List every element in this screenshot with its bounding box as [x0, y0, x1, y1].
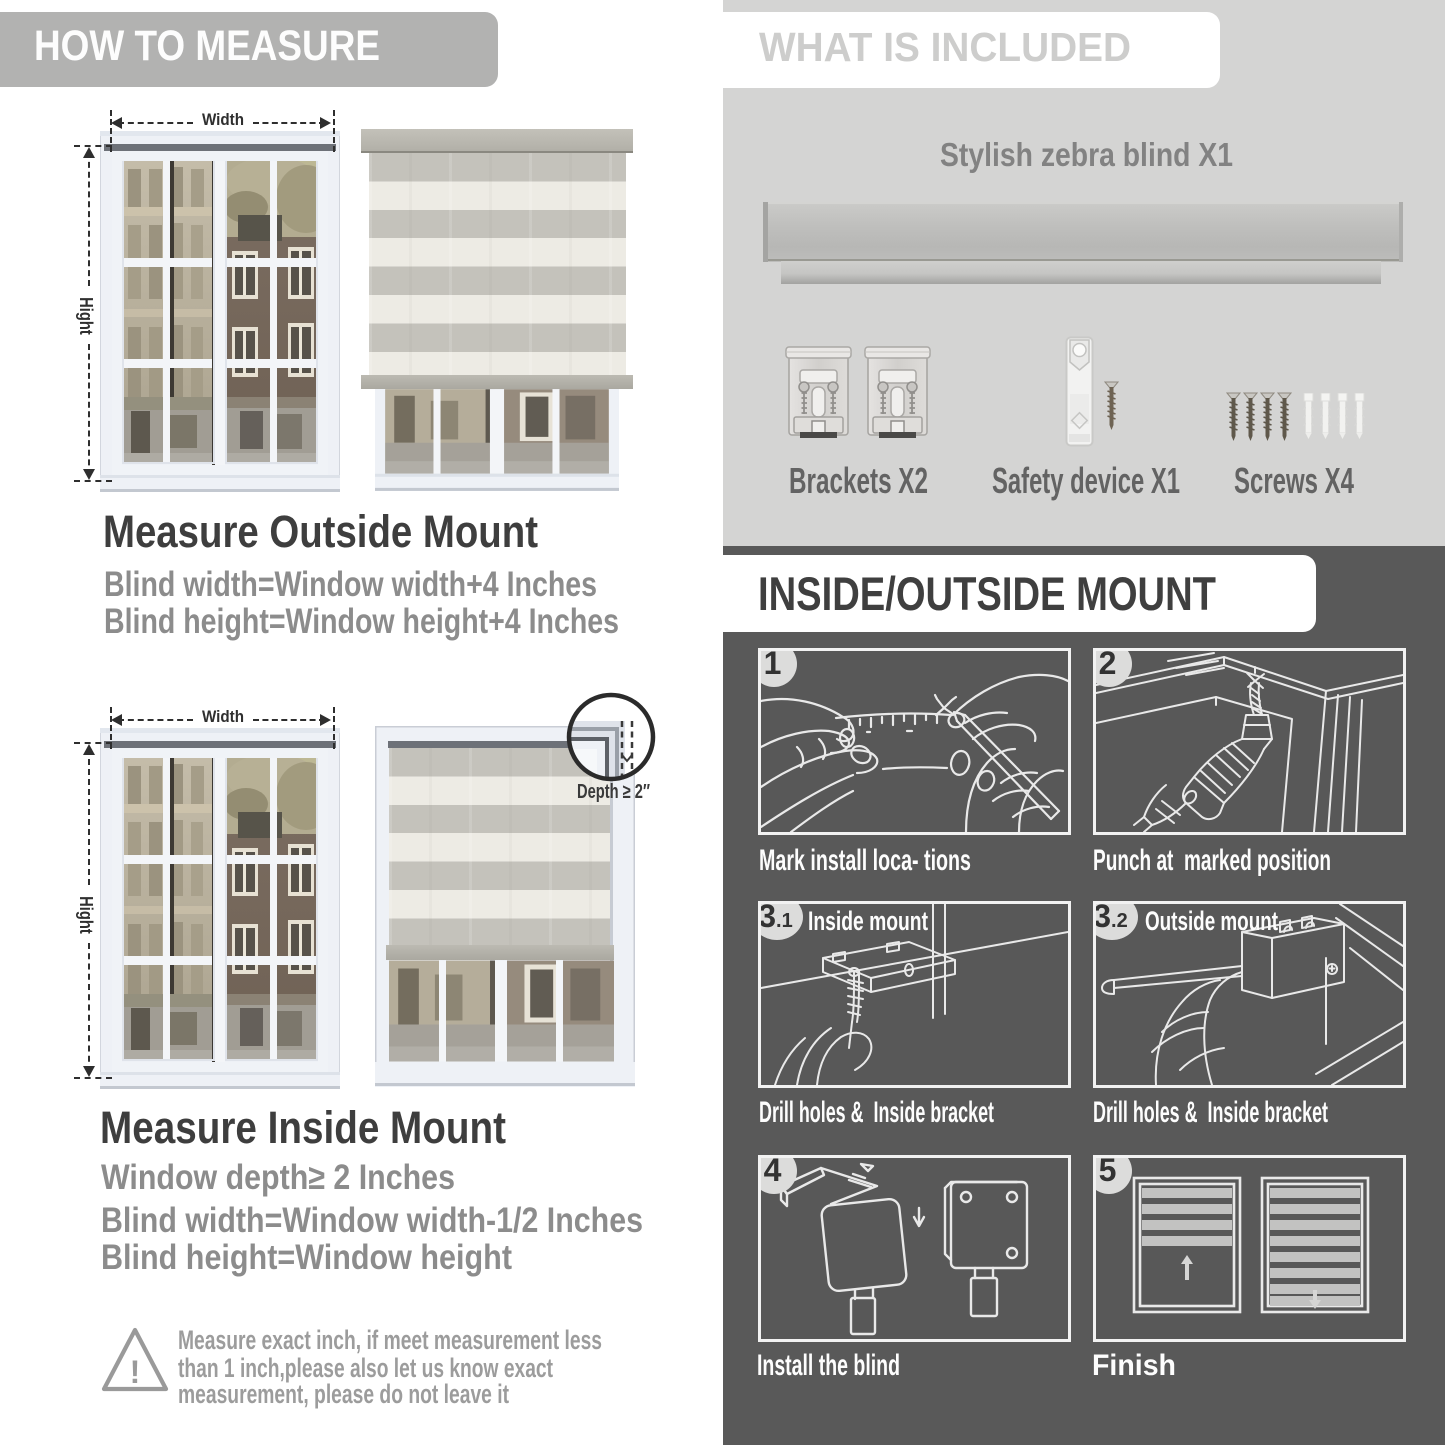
svg-text:!: ! [130, 1354, 141, 1390]
